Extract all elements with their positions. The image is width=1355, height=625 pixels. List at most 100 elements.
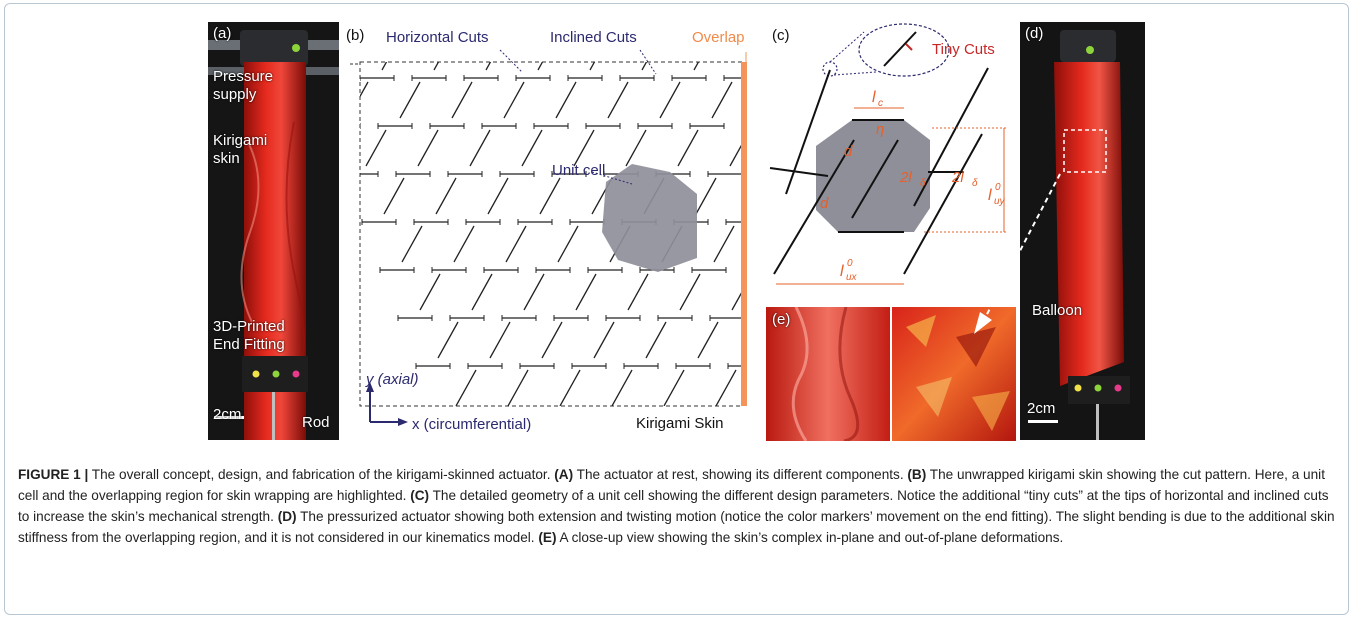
inclined-cut [360, 81, 369, 98]
inclined-cut [507, 369, 529, 406]
panel-d-tag: (d) [1025, 25, 1044, 42]
caption-d-label: (D) [277, 509, 297, 524]
inclined-cut [383, 177, 405, 215]
inclined-cut [713, 225, 735, 263]
inclined-cut [625, 129, 647, 167]
label-balloon: Balloon [1032, 302, 1083, 319]
inclined-cut [711, 81, 733, 119]
inclined-cut [746, 34, 762, 70]
inclined-cut [417, 129, 439, 167]
dashed-arrow-icon [974, 173, 1061, 334]
label-d-2: d [820, 195, 829, 212]
caption-b-text: The unwrapped kirigami skin showing the … [18, 467, 1325, 503]
inclined-cut [485, 62, 492, 71]
caption-d-text: The pressurized actuator showing both ex… [18, 509, 1335, 545]
panel-b-tag: (b) [346, 27, 364, 44]
inclined-cut [607, 81, 629, 119]
inclined-cut [659, 81, 681, 119]
label-overlap: Overlap [692, 29, 745, 46]
inclined-cut [399, 81, 421, 119]
inclined-cut [523, 273, 545, 311]
inclined-cut [537, 62, 544, 71]
inclined-cut [505, 225, 527, 263]
label-scale-d: 2cm [1027, 400, 1056, 417]
panel-d-photo: (d) Balloon 2cm [1020, 22, 1145, 440]
panel-c-tag: (c) [772, 27, 790, 44]
label-2l-delta-2: 2l [951, 169, 964, 186]
inclined-cut [453, 225, 475, 263]
label-kirigami: Kirigami [213, 132, 268, 149]
caption-a-text: The actuator at rest, showing its differ… [573, 467, 908, 482]
label-rod: Rod [302, 414, 330, 431]
caption-e-text: A close-up view showing the skin’s compl… [556, 530, 1064, 545]
label-end-fitting: End Fitting [213, 336, 285, 353]
caption-b-label: (B) [907, 467, 927, 482]
magnifier-circle-icon [822, 23, 950, 77]
label-delta-1: δ [920, 178, 926, 189]
inclined-cut [611, 369, 633, 406]
panel-e-tag: (e) [772, 311, 791, 328]
inclined-cut [679, 273, 701, 311]
inclined-cut [627, 273, 649, 311]
unit-cell-shape [816, 120, 930, 232]
inclined-cut [645, 321, 667, 359]
panel-e-photo: (e) [766, 307, 1016, 441]
label-lux: l [840, 263, 844, 280]
actuator-rest-image [208, 22, 339, 440]
inclined-cut [381, 62, 388, 71]
inclined-cut [437, 321, 459, 359]
inclined-cut [469, 129, 491, 167]
label-2l-delta-1: 2l [899, 169, 912, 186]
inclined-cut [471, 273, 493, 311]
label-tiny-cuts: Tiny Cuts [932, 41, 995, 58]
inclined-cut [435, 177, 457, 215]
inclined-cut [578, 418, 598, 440]
inclined-cut [555, 81, 577, 119]
inclined-cut [521, 129, 543, 167]
inclined-cut [487, 177, 509, 215]
inclined-cut [750, 322, 762, 358]
inclined-cut [589, 62, 596, 71]
label-x-circumferential: x (circumferential) [412, 416, 531, 433]
inclined-cut [557, 225, 579, 263]
caption-c-label: (C) [410, 488, 430, 503]
label-delta-2: δ [972, 178, 978, 189]
inclined-cut [641, 62, 648, 71]
figure-caption: FIGURE 1 | The overall concept, design, … [18, 464, 1340, 548]
label-pressure: Pressure [213, 68, 274, 85]
actuator-pressurized-image [1020, 22, 1145, 440]
inclined-cut [677, 129, 699, 167]
inclined-cut [365, 129, 387, 167]
panel-b-pattern: (b) Horizontal Cuts Inclined Cuts Overla… [346, 27, 762, 440]
label-y-axial: y (axial) [365, 371, 419, 388]
inclined-cut [573, 129, 595, 167]
label-inclined-cuts: Inclined Cuts [550, 29, 637, 46]
label-luy-sup: 0 [995, 182, 1001, 193]
caption-a-label: (A) [554, 467, 574, 482]
inclined-cut [693, 62, 700, 71]
unit-cell-highlight [602, 164, 697, 272]
label-d-1: d [844, 143, 853, 160]
inclined-cut [593, 321, 615, 359]
inclined-cut [489, 321, 511, 359]
axis-arrow-icon [366, 382, 408, 426]
caption-intro: The overall concept, design, and fabrica… [88, 467, 555, 482]
inclined-cut [559, 369, 581, 406]
inclined-cut [451, 81, 473, 119]
label-skin: skin [213, 150, 240, 167]
inclined-cut [575, 273, 597, 311]
inclined-cut [433, 62, 440, 71]
panel-a-photo: (a) Pressure supply Kirigami skin 3D-Pri… [208, 22, 339, 440]
label-supply: supply [213, 86, 257, 103]
inclined-cut [455, 369, 477, 406]
label-unit-cell: Unit cell [552, 162, 605, 179]
label-eta: η [876, 121, 884, 138]
inclined-cut [695, 177, 717, 215]
label-luy: l [988, 187, 992, 204]
label-lux-sub: ux [846, 272, 858, 283]
inclined-cut [419, 273, 441, 311]
closeup-left-image [766, 307, 890, 441]
label-luy-sub: uy [994, 196, 1006, 207]
caption-e-label: (E) [538, 530, 557, 545]
inclined-cut [715, 369, 737, 406]
